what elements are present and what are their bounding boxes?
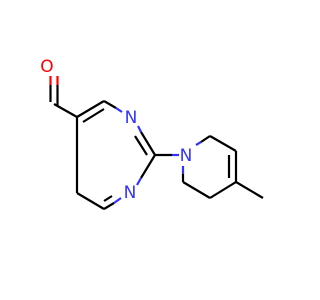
bond-c5-c4 bbox=[76, 100, 105, 118]
bond-n3-c2-n-segment bbox=[137, 125, 142, 133]
atom-pyrimidine-n3: N bbox=[125, 108, 138, 128]
aldehyde-double-bond bbox=[49, 76, 59, 106]
atom-ring-nitrogen: N bbox=[180, 146, 193, 166]
atom-aldehyde-oxygen: O bbox=[40, 57, 53, 77]
bond-c5-c4-double bbox=[82, 108, 105, 123]
bond-c4-n3 bbox=[103, 100, 117, 109]
bond-c4p-c5p bbox=[209, 181, 237, 199]
bond-n1-c6-double bbox=[103, 195, 113, 202]
bond-c4p-methyl bbox=[235, 181, 264, 199]
bond-n3-c2-double bbox=[134, 135, 148, 156]
atom-pyrimidine-n1: N bbox=[124, 183, 137, 203]
bond-c4-n3-n-segment bbox=[115, 107, 123, 113]
bond-c2-n1-n-segment bbox=[136, 177, 142, 186]
molecule-structure: O N N N bbox=[40, 57, 264, 210]
bond-ring-n-c2p bbox=[200, 135, 211, 143]
nitrogen-label: N bbox=[180, 146, 193, 166]
bond-n3-c2 bbox=[140, 131, 156, 156]
bond-c2-n1 bbox=[140, 154, 156, 179]
bond-c6-c5 bbox=[76, 192, 105, 210]
bond-n1-c6 bbox=[103, 202, 115, 210]
oxygen-label: O bbox=[40, 57, 53, 77]
bond-c5p-c6p bbox=[182, 181, 211, 199]
nitrogen-label: N bbox=[124, 183, 137, 203]
bond-ring-n-c2p-n-segment bbox=[195, 141, 202, 146]
aldehyde-single-bond bbox=[53, 103, 78, 118]
bond-n1-c6-n-segment bbox=[113, 197, 122, 204]
nitrogen-label: N bbox=[125, 108, 138, 128]
bond-c2p-c3p bbox=[209, 135, 237, 152]
